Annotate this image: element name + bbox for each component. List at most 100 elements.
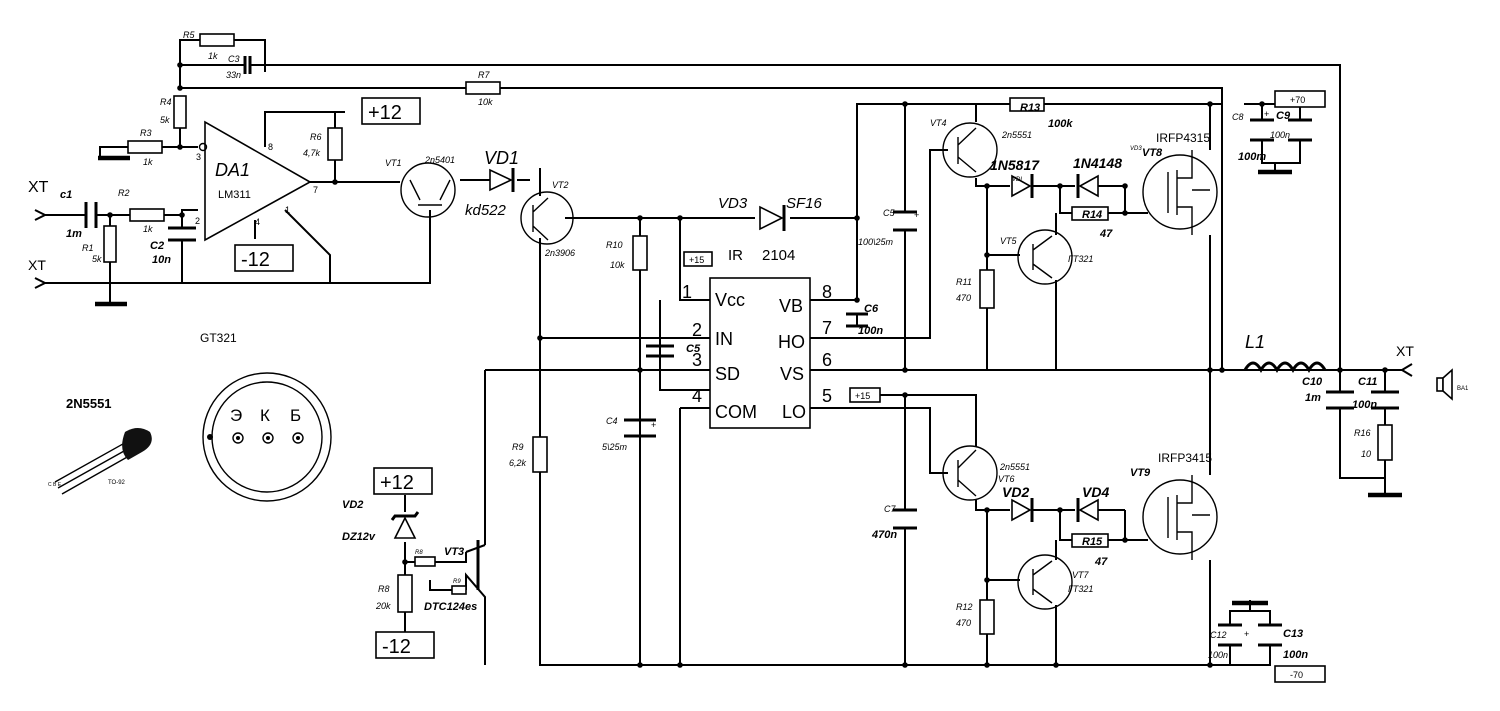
c2-value: 10n — [152, 254, 171, 266]
vd2a-ref: VD2 — [342, 499, 363, 511]
da1-pin3: 3 — [196, 152, 201, 162]
r13-value: 100k — [1048, 118, 1073, 130]
component-labels: R5 1k C3 33n R4 5k R3 1k R2 1k c1 1m R1 … — [60, 30, 1377, 661]
c8-value: 100m — [1238, 151, 1266, 163]
r9-value: 6,2k — [509, 458, 527, 468]
c5a-ref: C5 — [883, 208, 895, 218]
vt2-part: 2n3906 — [544, 248, 575, 258]
opamp-da1: DA1 LM311 3 2 8 7 4 1 — [195, 112, 318, 242]
rail-m12-bottom: -12 — [382, 636, 411, 658]
c10-ref: C10 — [1302, 376, 1323, 388]
ic-pin5-name: LO — [782, 402, 806, 422]
ic-pin7-name: HO — [778, 332, 805, 352]
rail-p12-bottom: +12 — [380, 472, 414, 494]
r15-value: 47 — [1094, 556, 1108, 568]
resistors — [103, 33, 1393, 635]
c6-value: 100n — [858, 325, 883, 337]
vd2a-part: DZ12v — [342, 531, 376, 543]
c5b-ref: C5 — [686, 343, 701, 355]
vt2-ref: VT2 — [552, 180, 569, 190]
c7-value: 470n — [871, 529, 897, 541]
c11-value: 100n — [1352, 399, 1377, 411]
vd3-part: SF16 — [786, 195, 823, 212]
inductor-l1: L1 — [1243, 332, 1327, 374]
rail-p15-b: +15 — [855, 391, 870, 401]
ic-pin7-num: 7 — [822, 318, 832, 338]
r3-value: 1k — [143, 157, 153, 167]
to92-cbe: C B E — [48, 482, 62, 488]
c1-ref: c1 — [60, 189, 72, 201]
r10-value: 10k — [610, 260, 625, 270]
r1-ref: R1 — [82, 243, 94, 253]
vd2b-ref: VD2 — [1002, 484, 1029, 500]
da1-pin8: 8 — [268, 142, 273, 152]
ic-pin6-num: 6 — [822, 350, 832, 370]
capacitors: + + + + — [84, 56, 1399, 647]
to92-label: TO-92 — [108, 480, 126, 486]
r15-ref: R15 — [1082, 536, 1103, 548]
ic-pin2-name: IN — [715, 329, 733, 349]
vt5-ref: VT5 — [1000, 236, 1018, 246]
r3-ref: R3 — [140, 128, 152, 138]
r-small2-ref: R9 — [453, 579, 461, 585]
ic-pin1-num: 1 — [682, 282, 692, 302]
c4-ref: C4 — [606, 416, 618, 426]
c12-ref: C12 — [1210, 630, 1227, 640]
vt3-part: DTC124es — [424, 601, 477, 613]
svg-text:+: + — [1264, 109, 1269, 119]
vt5-part: ГТ321 — [1068, 254, 1093, 264]
to92-package-icon — [54, 428, 152, 495]
pin-k-label: К — [260, 406, 270, 425]
da1-pin2: 2 — [195, 216, 200, 226]
gt321-title: GT321 — [200, 331, 237, 345]
da1-pin4: 4 — [255, 217, 260, 227]
ic-pin8-name: VB — [779, 296, 803, 316]
da1-ref: DA1 — [215, 160, 250, 180]
da1-part: LM311 — [218, 189, 251, 201]
ba1-ref: BA1 — [1457, 386, 1469, 392]
da1-pin7: 7 — [313, 185, 318, 195]
c2-ref: C2 — [150, 240, 164, 252]
r8-value: 20k — [375, 601, 391, 611]
da1-pin1: 1 — [285, 205, 290, 215]
r5-value: 1k — [208, 51, 218, 61]
r4-value: 5k — [160, 115, 170, 125]
ic-pin3-num: 3 — [692, 350, 702, 370]
r-small1-ref: R8 — [415, 550, 423, 556]
pinout-notes: GT321 2N5551 Э К Б C B E TO-92 — [48, 331, 332, 502]
vt7-ref: VT7 — [1072, 570, 1090, 580]
ic-pin4-name: COM — [715, 402, 757, 422]
vd4-ref: VD4 — [1082, 484, 1109, 500]
d1n4148-ref: 1N4148 — [1073, 155, 1122, 171]
r2-ref: R2 — [118, 188, 130, 198]
c11-ref: C11 — [1358, 376, 1377, 388]
vt9-part: IRFP3415 — [1158, 451, 1212, 465]
vt6-part: 2n5551 — [999, 462, 1030, 472]
r14-ref: R14 — [1082, 209, 1102, 221]
r8-ref: R8 — [378, 584, 390, 594]
driver-ic-ir2104: 1 Vcc 2 IN 3 SD 4 COM 8 VB 7 HO 6 VS 5 L… — [682, 247, 832, 429]
r16-value: 10 — [1361, 449, 1371, 459]
rail-m70: -70 — [1290, 670, 1303, 680]
rail-m12-top: -12 — [241, 249, 270, 271]
vt9-ref: VT9 — [1130, 467, 1151, 479]
vt1-ref: VT1 — [385, 158, 402, 168]
r6-ref: R6 — [310, 132, 322, 142]
vd3-ref: VD3 — [718, 195, 748, 212]
ic-pin6-name: VS — [780, 364, 804, 384]
vt1-part: 2n5401 — [424, 155, 455, 165]
rail-p15-a: +15 — [689, 255, 704, 265]
n5551-title: 2N5551 — [66, 396, 112, 411]
svg-text:+: + — [914, 210, 919, 220]
r5-ref: R5 — [183, 30, 195, 40]
c9-value: 100n — [1270, 130, 1290, 140]
ic-pin2-num: 2 — [692, 320, 702, 340]
connector-xt-out: XT — [1396, 343, 1414, 359]
vt8-part: IRFP4315 — [1156, 131, 1210, 145]
c7-ref: C7 — [884, 504, 896, 514]
c13-value: 100n — [1283, 649, 1308, 661]
transistors — [400, 122, 1218, 610]
ic-label-prefix: IR — [728, 247, 743, 264]
r11-ref: R11 — [956, 277, 972, 287]
diodes — [390, 168, 1099, 539]
